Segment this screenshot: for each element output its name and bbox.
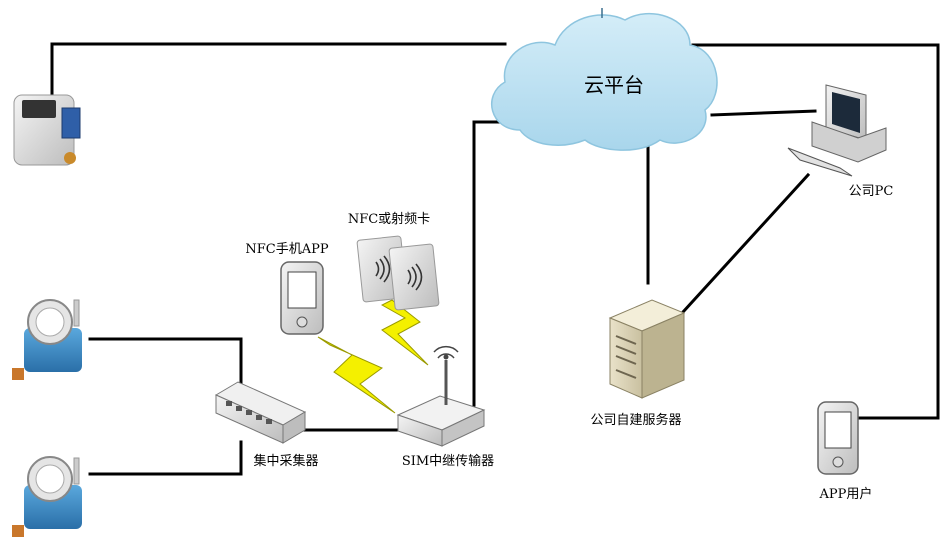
water-meter-2-antenna-icon	[73, 457, 80, 485]
app-user-phone-screen-icon	[824, 411, 852, 449]
nfc-card-2-icon	[388, 243, 440, 311]
nfc-phone-screen-icon	[287, 271, 317, 309]
app-user-label: APP用户	[819, 486, 873, 502]
collector-side-icon	[282, 411, 306, 444]
sim-relay-label: SIM中继传输器	[402, 453, 494, 469]
collector-ports-icon	[226, 401, 272, 424]
smart-meter-screen-icon	[22, 100, 56, 118]
edge-pc-server	[680, 172, 811, 315]
sim-relay: SIM中继传输器	[396, 345, 494, 469]
edge-meter1-collector	[88, 337, 243, 394]
sim-relay-side-icon	[441, 409, 485, 447]
lightning-bolt-card-icon	[380, 299, 429, 366]
company-pc: 公司PC	[787, 84, 894, 199]
company-server-side-icon	[641, 312, 685, 399]
company-pc-case-icon	[811, 121, 887, 163]
company-server: 公司自建服务器	[590, 299, 686, 428]
nfc-card: NFC或射频卡	[348, 211, 440, 311]
nfc-card-label: NFC或射频卡	[348, 211, 430, 227]
nfc-phone: NFC手机APP	[245, 242, 329, 335]
smart-meter-card-icon	[61, 107, 81, 139]
water-meter-1-antenna-icon	[73, 299, 80, 327]
water-meter-1	[12, 299, 82, 380]
nfc-card-2-waves-icon	[407, 263, 423, 291]
water-meter-1-face-icon	[35, 307, 65, 337]
company-pc-label: 公司PC	[849, 184, 894, 199]
cloud-platform: 云平台	[490, 8, 718, 151]
edge-meter2-collector	[88, 440, 243, 476]
smart-meter	[13, 94, 81, 166]
collector: 集中采集器	[214, 381, 319, 469]
cloud-icon	[490, 12, 718, 151]
edge-smart-meter-cloud	[50, 42, 507, 97]
nfc-card-1-waves-icon	[375, 255, 391, 283]
app-user-phone-button-icon	[832, 456, 844, 468]
company-server-drives-icon	[615, 335, 637, 379]
water-meter-1-pipe-icon	[12, 368, 24, 380]
sim-relay-antenna-tip-icon	[443, 354, 449, 360]
water-meter-2	[12, 456, 82, 537]
collector-label: 集中采集器	[253, 453, 318, 469]
sim-relay-signal-icon	[433, 345, 459, 359]
edges	[50, 42, 940, 476]
cloud-label: 云平台	[584, 73, 644, 97]
wireless-links	[317, 299, 429, 414]
nfc-phone-label: NFC手机APP	[245, 242, 328, 257]
company-server-front-icon	[609, 317, 643, 399]
smart-meter-valve-icon	[64, 152, 76, 164]
company-server-label: 公司自建服务器	[590, 412, 681, 428]
edge-cloud-sim-relay	[472, 120, 502, 407]
edge-cloud-pc	[710, 109, 817, 117]
nfc-phone-button-icon	[296, 316, 308, 328]
edge-cloud-app-user	[691, 43, 940, 420]
app-user: APP用户	[817, 401, 873, 502]
water-meter-2-face-icon	[35, 464, 65, 494]
water-meter-2-pipe-icon	[12, 525, 24, 537]
company-pc-screen-icon	[832, 92, 860, 133]
company-pc-keyboard-icon	[787, 147, 853, 177]
lightning-bolt-phone-icon	[317, 336, 396, 414]
